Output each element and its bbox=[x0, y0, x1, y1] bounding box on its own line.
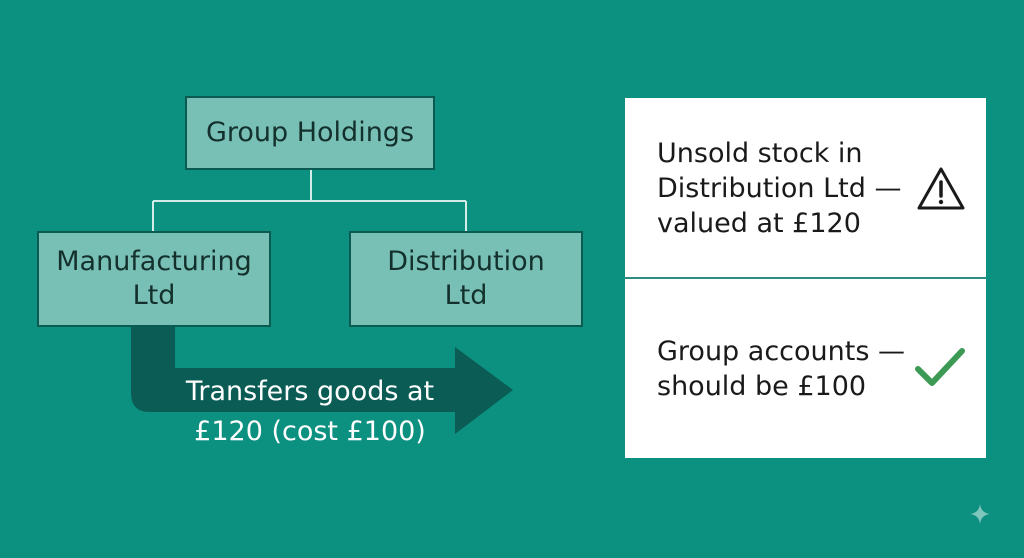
panel-divider bbox=[625, 277, 986, 279]
info-panel: Unsold stock in Distribution Ltd — value… bbox=[625, 98, 986, 458]
check-section: Group accounts — should be £100 bbox=[625, 279, 986, 458]
warning-triangle-icon bbox=[916, 166, 966, 216]
sparkle-icon bbox=[969, 503, 991, 529]
transfer-label-line2: £120 (cost £100) bbox=[194, 416, 426, 447]
node-manufacturing-label: Manufacturing Ltd bbox=[56, 246, 252, 311]
check-text: Group accounts — should be £100 bbox=[657, 335, 905, 402]
transfer-label-line1: Transfers goods at bbox=[185, 376, 435, 407]
node-distribution-label: Distribution Ltd bbox=[387, 246, 545, 311]
node-manufacturing-ltd: Manufacturing Ltd bbox=[37, 231, 271, 327]
transfer-label: Transfers goods at £120 (cost £100) bbox=[140, 372, 480, 452]
checkmark-icon bbox=[914, 345, 966, 393]
warning-text: Unsold stock in Distribution Ltd — value… bbox=[657, 137, 902, 239]
node-distribution-ltd: Distribution Ltd bbox=[349, 231, 583, 327]
node-group-holdings: Group Holdings bbox=[185, 96, 435, 170]
hierarchy-lines bbox=[152, 170, 467, 231]
node-group-holdings-label: Group Holdings bbox=[205, 117, 415, 148]
warning-section: Unsold stock in Distribution Ltd — value… bbox=[625, 98, 986, 278]
